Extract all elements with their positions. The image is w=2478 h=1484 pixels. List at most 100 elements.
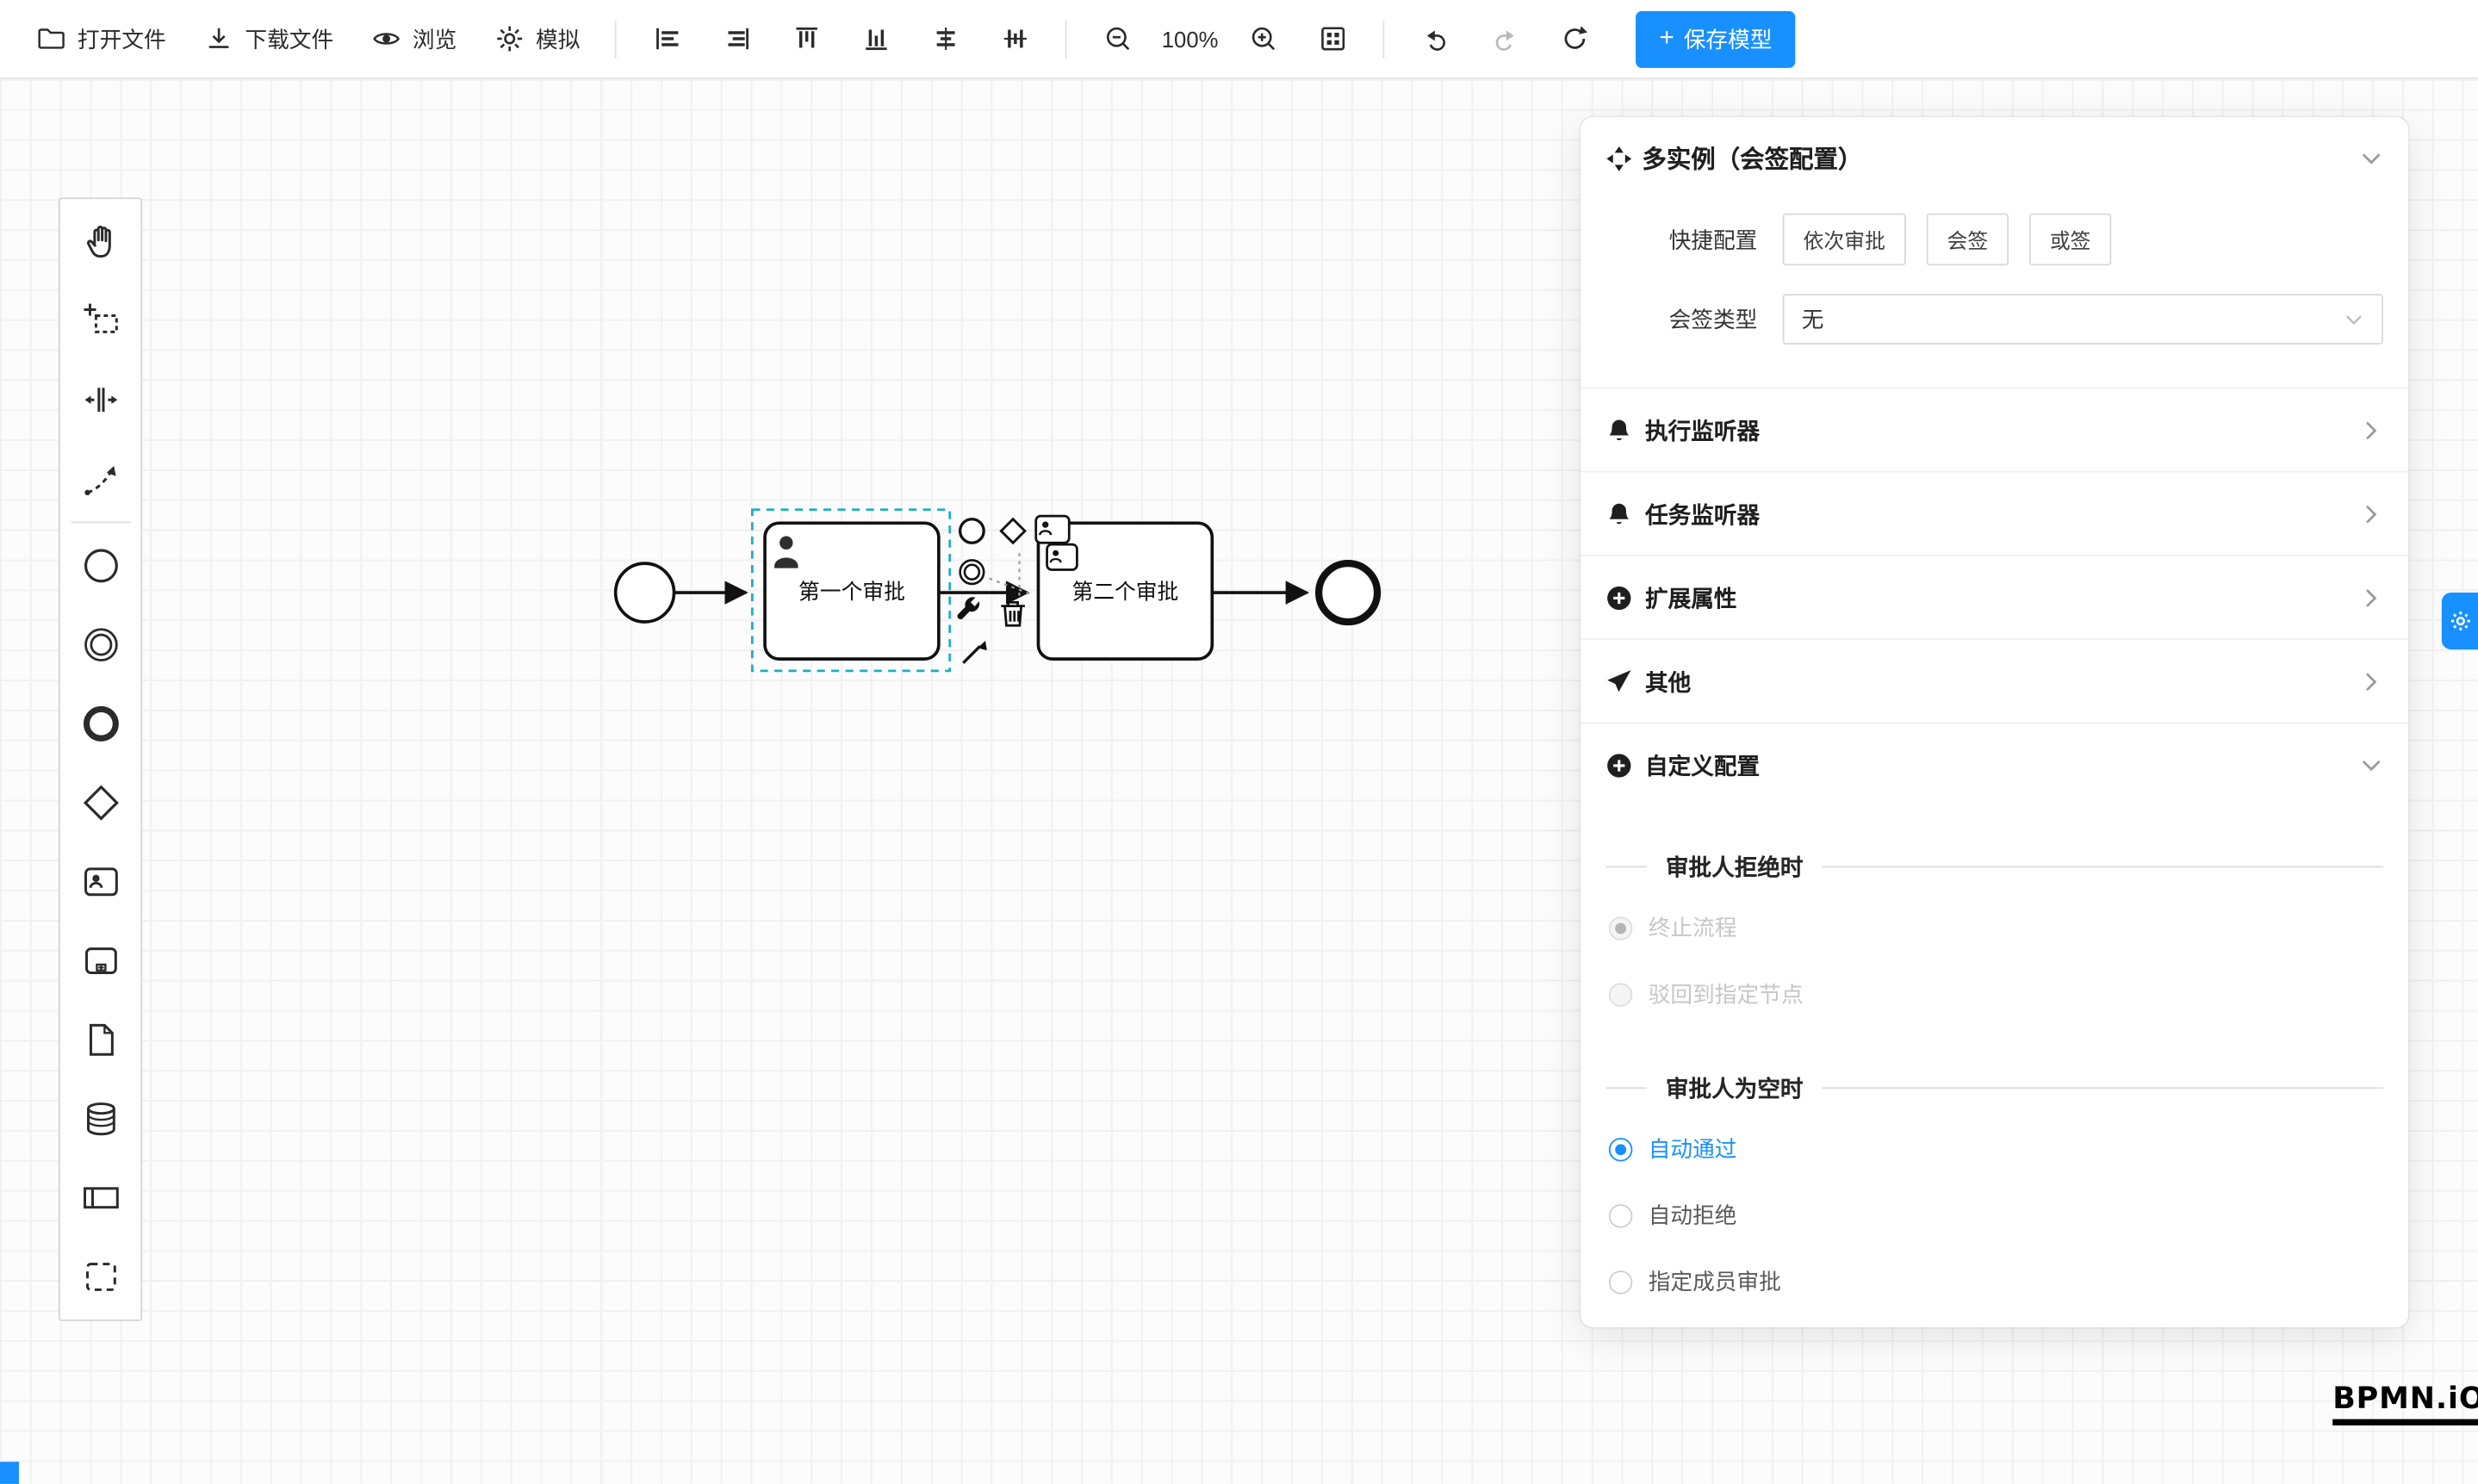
align-top-button[interactable] — [773, 10, 839, 67]
task-1-label: 第一个审批 — [798, 580, 905, 604]
radio-label: 自动通过 — [1648, 1136, 1737, 1162]
simulate-button[interactable]: 模拟 — [477, 14, 597, 65]
toolbar-separator — [1065, 19, 1067, 58]
lasso-tool[interactable] — [62, 282, 138, 361]
redo-button[interactable] — [1471, 10, 1537, 67]
open-file-button[interactable]: 打开文件 — [19, 14, 183, 65]
download-icon — [208, 28, 229, 48]
create-gateway[interactable] — [62, 763, 138, 842]
quick-option-orsign[interactable]: 或签 — [2028, 213, 2112, 266]
append-intermediate-event-icon[interactable] — [959, 559, 985, 586]
create-subprocess[interactable] — [62, 922, 138, 1001]
create-group[interactable] — [62, 1238, 138, 1317]
section-other[interactable]: 其他 — [1580, 638, 2409, 722]
wrench-icon[interactable] — [957, 597, 980, 620]
create-data-store[interactable] — [62, 1079, 138, 1158]
refresh-icon — [1563, 26, 1587, 49]
section-custom-config[interactable]: 自定义配置 — [1580, 722, 2409, 806]
section-execution-listener[interactable]: 执行监听器 — [1580, 387, 2409, 471]
append-task-icon[interactable] — [1046, 543, 1078, 571]
hand-tool[interactable] — [62, 202, 138, 282]
lasso-icon — [83, 303, 117, 333]
radio-auto-pass[interactable]: 自动通过 — [1581, 1115, 2408, 1182]
create-participant[interactable] — [62, 1158, 138, 1238]
hand-icon — [86, 225, 110, 258]
quick-option-countersign[interactable]: 会签 — [1926, 213, 2009, 266]
gear-icon — [497, 26, 523, 52]
end-event[interactable] — [1315, 559, 1382, 626]
group-icon — [85, 1263, 115, 1291]
preview-button[interactable]: 浏览 — [354, 14, 474, 65]
sign-type-row: 会签类型 无 — [1581, 280, 2408, 359]
start-event[interactable] — [613, 562, 676, 624]
append-end-event-icon[interactable] — [959, 518, 985, 544]
append-user-task-icon[interactable] — [1034, 514, 1071, 544]
user-task-2[interactable]: 第二个审批 — [1036, 521, 1214, 661]
gateway-icon — [82, 785, 119, 821]
gear-icon — [2450, 612, 2469, 631]
append-gateway-icon[interactable] — [999, 517, 1027, 545]
undo-button[interactable] — [1401, 10, 1468, 67]
empty-section-title: 审批人为空时 — [1665, 1077, 1804, 1102]
download-file-label: 下载文件 — [245, 26, 334, 52]
panel-header[interactable]: 多实例（会签配置） — [1581, 117, 2408, 199]
align-center-vertical-icon — [1003, 29, 1027, 48]
radio-terminate-process: 终止流程 — [1581, 895, 2408, 961]
radio-button[interactable] — [1608, 1203, 1633, 1227]
save-model-button[interactable]: + 保存模型 — [1636, 9, 1796, 67]
bpmn-io-logo: BPMN.iO — [2332, 1382, 2478, 1425]
participant-icon — [83, 1187, 118, 1209]
align-top-icon — [795, 27, 817, 48]
create-user-task[interactable] — [62, 842, 138, 922]
radio-auto-reject[interactable]: 自动拒绝 — [1581, 1182, 2408, 1248]
settings-tab[interactable] — [2441, 593, 2478, 650]
section-label: 执行监听器 — [1645, 419, 1761, 445]
space-tool[interactable] — [62, 360, 138, 439]
radio-button[interactable] — [1608, 1270, 1633, 1294]
zoom-out-button[interactable] — [1084, 10, 1151, 67]
download-file-button[interactable]: 下载文件 — [187, 14, 351, 65]
align-right-button[interactable] — [703, 10, 769, 67]
panel-sections: 执行监听器 任务监听器 扩展属性 其他 自定义配置 — [1580, 387, 2409, 806]
align-bottom-button[interactable] — [842, 10, 909, 67]
preview-label: 浏览 — [412, 26, 457, 52]
trash-icon[interactable] — [1001, 601, 1025, 627]
radio-assign-member[interactable]: 指定成员审批 — [1581, 1249, 2408, 1315]
zoom-reset-button[interactable] — [1299, 10, 1365, 67]
properties-panel: 多实例（会签配置） 快捷配置 依次审批 会签 或签 会签类型 无 执行监听器 — [1580, 116, 2409, 1328]
refresh-button[interactable] — [1541, 10, 1607, 67]
align-center-vertical-button[interactable] — [981, 10, 1047, 67]
align-left-button[interactable] — [634, 10, 700, 67]
create-end-event[interactable] — [62, 684, 138, 763]
bell-icon — [1609, 419, 1630, 440]
section-task-listener[interactable]: 任务监听器 — [1580, 470, 2409, 555]
zoom-out-icon — [1106, 27, 1129, 51]
connect-arrow-icon[interactable] — [962, 641, 987, 664]
toolbar-separator — [614, 19, 617, 58]
chevron-right-icon — [2366, 505, 2377, 523]
zoom-level: 100% — [1161, 26, 1219, 52]
create-start-event[interactable] — [62, 526, 138, 605]
quick-option-sequential[interactable]: 依次审批 — [1782, 213, 1906, 266]
align-center-horizontal-button[interactable] — [912, 10, 978, 67]
quick-config-label: 快捷配置 — [1668, 227, 1758, 252]
align-bottom-icon — [865, 29, 886, 51]
global-connect-tool[interactable] — [62, 439, 138, 518]
align-left-icon — [655, 28, 678, 50]
folder-icon — [38, 28, 65, 49]
save-model-label: 保存模型 — [1683, 26, 1773, 52]
section-label: 自定义配置 — [1645, 754, 1761, 780]
user-task-1[interactable]: 第一个审批 — [763, 521, 941, 661]
sign-type-select[interactable]: 无 — [1782, 294, 2383, 345]
radio-button — [1608, 916, 1633, 940]
section-extended-properties[interactable]: 扩展属性 — [1580, 555, 2409, 638]
radio-label: 终止流程 — [1648, 915, 1737, 941]
radio-reject-to-node: 驳回到指定节点 — [1581, 961, 2408, 1028]
quick-config-row: 快捷配置 依次审批 会签 或签 — [1581, 199, 2408, 280]
bell-icon — [1609, 502, 1630, 524]
radio-button[interactable] — [1608, 1137, 1633, 1161]
create-document[interactable] — [62, 1000, 138, 1079]
zoom-in-button[interactable] — [1229, 10, 1295, 67]
create-intermediate-event[interactable] — [62, 605, 138, 685]
